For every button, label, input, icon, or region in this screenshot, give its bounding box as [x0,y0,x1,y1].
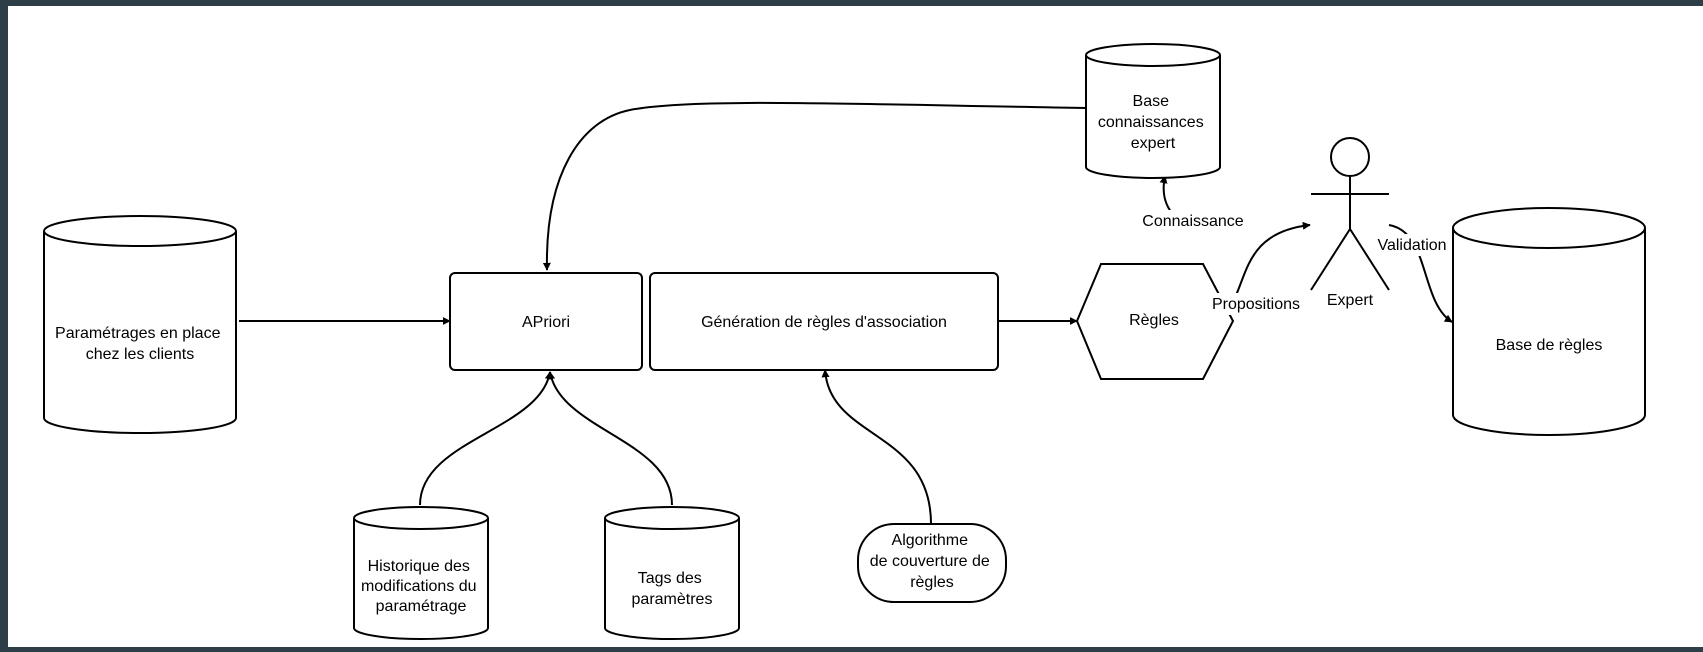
edge-expert-to-rule-base [1388,224,1453,323]
cylinder-knowledge-base [1085,43,1221,179]
label-history: Historique des modifications du paramétr… [361,558,481,615]
label-tags: Tags des paramètres [632,570,713,608]
edge-knowledge-to-apriori [542,101,1087,271]
cylinder-client-settings [43,215,237,434]
label-generation: Génération de règles d'association [701,314,947,331]
label-knowledge-base: Base connaissances expert [1098,93,1208,152]
label-client-settings: Paramétrages en place chez les clients [55,325,225,363]
edge-label-bg [1136,210,1250,232]
edge-tags-to-apriori [547,371,673,506]
edge-label-connaissance: Connaissance [1142,213,1244,230]
edge-history-to-apriori [419,371,553,506]
label-rules: Règles [1129,312,1179,329]
edge-label-bg [1209,293,1303,315]
label-algorithm: Algorithme de couverture de règles [870,532,995,591]
label-apriori: APriori [522,314,570,331]
edge-label-bg [1373,234,1451,256]
edge-label-validation: Validation [1377,237,1446,254]
cylinder-rule-base [1452,207,1646,436]
label-expert: Expert [1327,292,1374,309]
box-generation [649,272,999,371]
cylinder-tags [604,506,740,640]
stadium-algorithm [857,523,1007,603]
edge-rules-to-expert [1232,221,1311,303]
box-apriori [449,272,643,371]
hexagon-rules [1075,263,1235,380]
cylinder-history [353,506,489,640]
edge-algorithm-to-generation [821,369,932,525]
edge-label-propositions: Propositions [1212,296,1300,313]
expert-actor-icon [1310,137,1390,291]
label-rule-base: Base de règles [1496,337,1603,354]
